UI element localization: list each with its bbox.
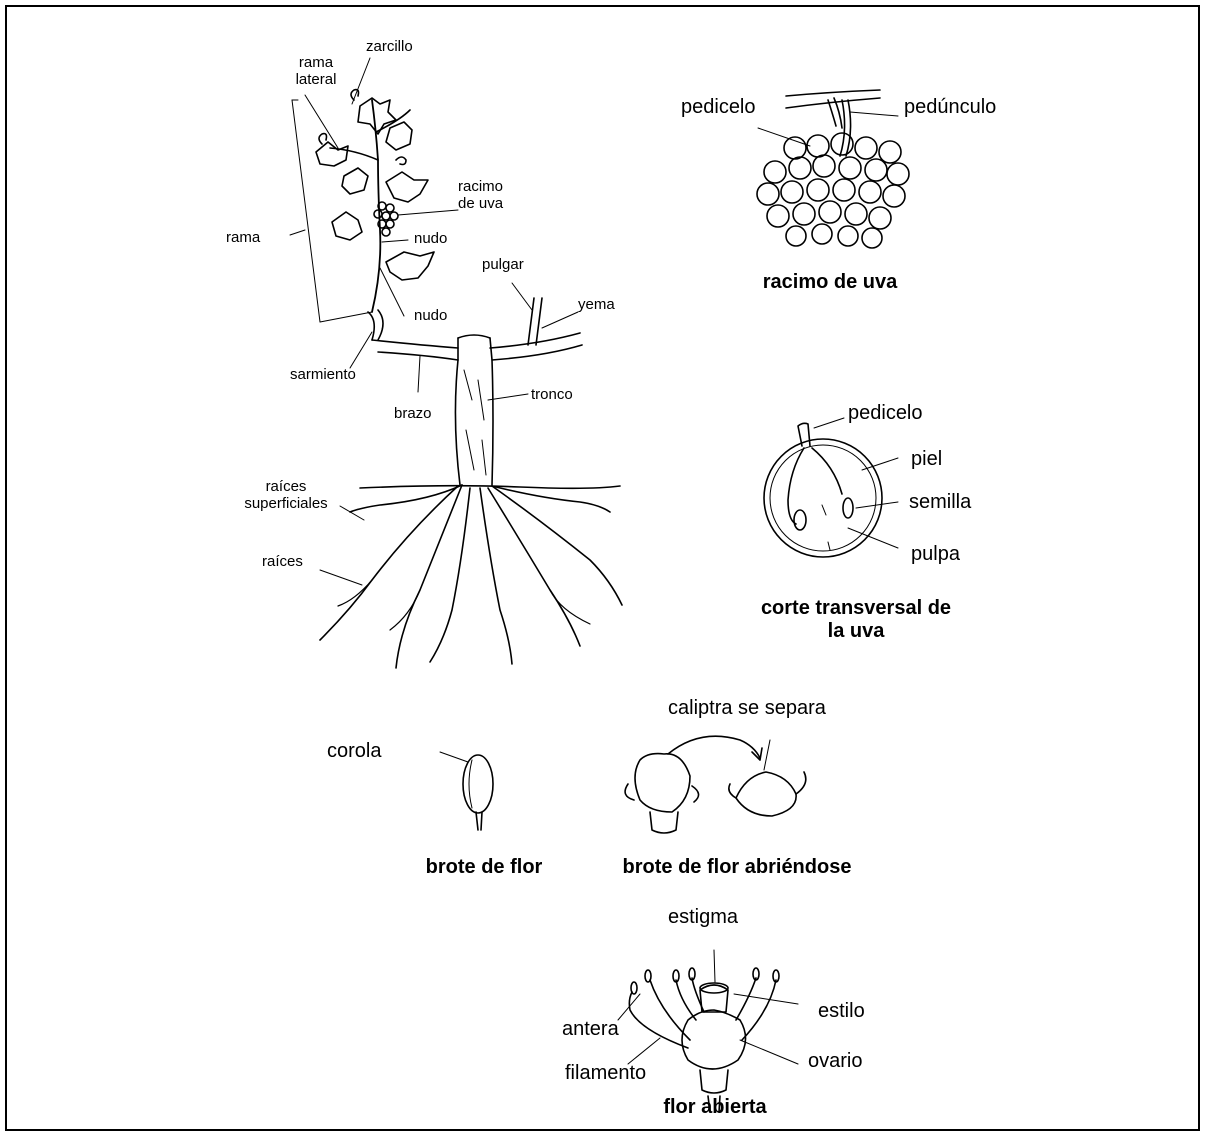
open-flower-drawing [629,968,779,1112]
flower-bud-drawing [440,752,493,830]
section-leader-lines [814,418,898,550]
label-pedicelo-section: pedicelo [848,402,923,425]
tendril [396,157,406,165]
leaf [332,212,362,240]
leaf [386,252,434,280]
label-rama: rama [226,229,260,246]
caption-racimo-de-uva: racimo de uva [730,271,930,294]
label-semilla: semilla [909,491,971,514]
flower-leader-lines [618,950,798,1064]
label-zarcillo: zarcillo [366,38,413,55]
arm-left [372,340,458,360]
label-caliptra: caliptra se separa [668,697,826,720]
seed-left [794,510,806,530]
label-raices-sup-line2: superficiales [232,495,340,512]
grape-cluster-drawing [757,90,909,248]
label-nudo-top: nudo [414,230,447,247]
caption-brote-abriendose: brote de flor abriéndose [604,856,870,879]
label-rama-lateral-line2: lateral [282,71,350,88]
label-racimo-vine: racimo de uva [458,178,503,213]
caption-brote-de-flor: brote de flor [410,856,558,879]
label-racimo-vine-line1: racimo [458,178,503,195]
caption-flor-abierta: flor abierta [650,1096,780,1119]
arm-right [490,333,582,360]
label-racimo-vine-line2: de uva [458,195,503,212]
label-antera: antera [562,1018,619,1041]
seed-right [843,498,853,518]
label-corola: corola [327,740,381,763]
label-brazo: brazo [394,405,432,422]
arrow-arc [668,736,760,758]
label-pedicelo-cluster: pedicelo [681,96,756,119]
leaf [386,172,428,202]
opening-bud-drawing [625,736,806,833]
label-rama-lateral-line1: rama [282,54,350,71]
stigma-top [700,985,728,1012]
leaf [342,168,368,194]
calyptra [736,772,796,816]
filament [742,980,776,1040]
roots [320,485,622,668]
label-nudo-bottom: nudo [414,307,447,324]
label-rama-lateral: rama lateral [282,54,350,89]
label-pedunculo: pedúnculo [904,96,996,119]
caption-corte-line1: corte transversal de [716,597,996,620]
trunk [455,338,493,485]
label-ovario: ovario [808,1050,862,1073]
label-estigma: estigma [668,906,738,929]
spur [528,298,542,345]
tendril [319,134,327,144]
grape-section-drawing [764,423,882,557]
label-yema: yema [578,296,615,313]
caption-corte-transversal: corte transversal de la uva [716,597,996,643]
label-raices-sup-line1: raíces [232,478,340,495]
leaf [316,142,348,166]
filament [692,978,704,1012]
label-raices: raíces [262,553,303,570]
label-filamento: filamento [565,1062,646,1085]
filament [736,978,756,1020]
label-piel: piel [911,448,942,471]
caption-corte-line2: la uva [716,620,996,643]
label-estilo: estilo [818,1000,865,1023]
ground-line [360,486,620,489]
label-tronco: tronco [531,386,573,403]
label-sarmiento: sarmiento [290,366,356,383]
vine-drawing [316,90,622,668]
leaf [386,122,412,150]
label-pulpa: pulpa [911,543,960,566]
label-raices-superficiales: raíces superficiales [232,478,340,513]
label-pulgar: pulgar [482,256,524,273]
filament [676,980,696,1020]
grape-skin [764,439,882,557]
